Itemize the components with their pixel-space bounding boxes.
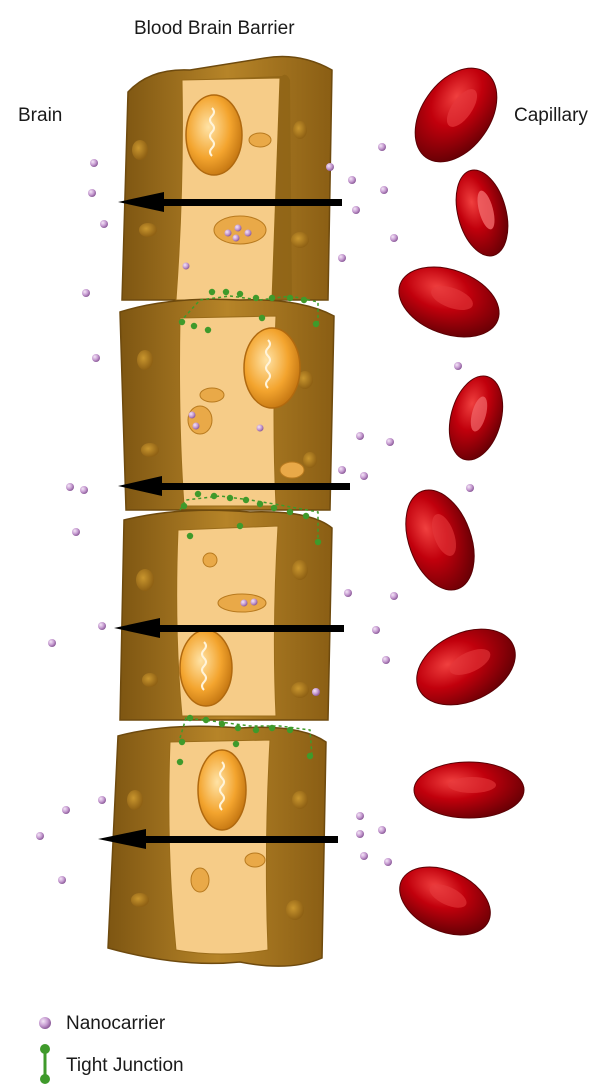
nanocarrier [372,626,380,634]
nanocarrier [251,599,258,606]
nanocarrier [233,235,240,242]
diagram-title: Blood Brain Barrier [134,18,295,40]
endothelial-cell-1 [122,57,332,301]
capillary-label: Capillary [514,105,588,127]
red-blood-cells [389,53,528,949]
nucleus-2 [244,328,300,408]
nanocarrier [382,656,390,664]
nanocarrier [384,858,392,866]
nanocarrier [48,639,56,647]
nanocarrier [62,806,70,814]
nanocarrier [344,589,352,597]
red-blood-cell [405,614,528,720]
nanocarrier [235,225,242,232]
nanocarrier [390,234,398,242]
nanocarrier [72,528,80,536]
nanocarrier [80,486,88,494]
red-blood-cell [393,481,487,600]
nanocarrier [36,832,44,840]
endothelial-cell-column [108,57,334,967]
nanocarrier [378,143,386,151]
nanocarrier [380,186,388,194]
nucleus-3 [180,630,232,706]
nanocarrier [241,600,248,607]
red-blood-cell [414,762,524,818]
nanocarrier [326,163,334,171]
nanocarrier [189,412,196,419]
nanocarrier [257,425,264,432]
nanocarrier-sphere-icon [39,1017,51,1029]
nanocarrier [386,438,394,446]
nanocarrier [352,206,360,214]
nanocarrier [225,230,232,237]
nanocarrier [98,796,106,804]
nanocarrier [356,432,364,440]
brain-label: Brain [18,105,62,127]
nanocarrier [378,826,386,834]
nanocarrier [245,230,252,237]
nanocarrier [66,483,74,491]
legend-tight-junction-label: Tight Junction [66,1055,184,1077]
nanocarrier [100,220,108,228]
nanocarrier [312,688,320,696]
nanocarrier [390,592,398,600]
nanocarrier [360,472,368,480]
nanocarrier [360,852,368,860]
red-blood-cell [389,854,501,949]
red-blood-cell [447,164,516,261]
nucleus-1 [186,95,242,175]
tight-junction-icon [40,1044,50,1084]
nanocarrier [454,362,462,370]
nanocarrier [183,263,190,270]
legend-nanocarrier-label: Nanocarrier [66,1013,165,1035]
nanocarrier [356,830,364,838]
nanocarrier [338,254,346,262]
nanocarrier [88,189,96,197]
nanocarrier [338,466,346,474]
red-blood-cell [398,53,513,177]
nanocarrier [193,423,200,430]
nanocarrier [348,176,356,184]
nanocarrier [98,622,106,630]
red-blood-cell [389,254,509,350]
nanocarrier [92,354,100,362]
red-blood-cell [441,370,512,466]
nanocarrier [82,289,90,297]
legend-icons [39,1017,51,1084]
nanocarrier [90,159,98,167]
nanocarrier [356,812,364,820]
nucleus-4 [198,750,246,830]
nanocarrier [58,876,66,884]
nanocarrier [466,484,474,492]
